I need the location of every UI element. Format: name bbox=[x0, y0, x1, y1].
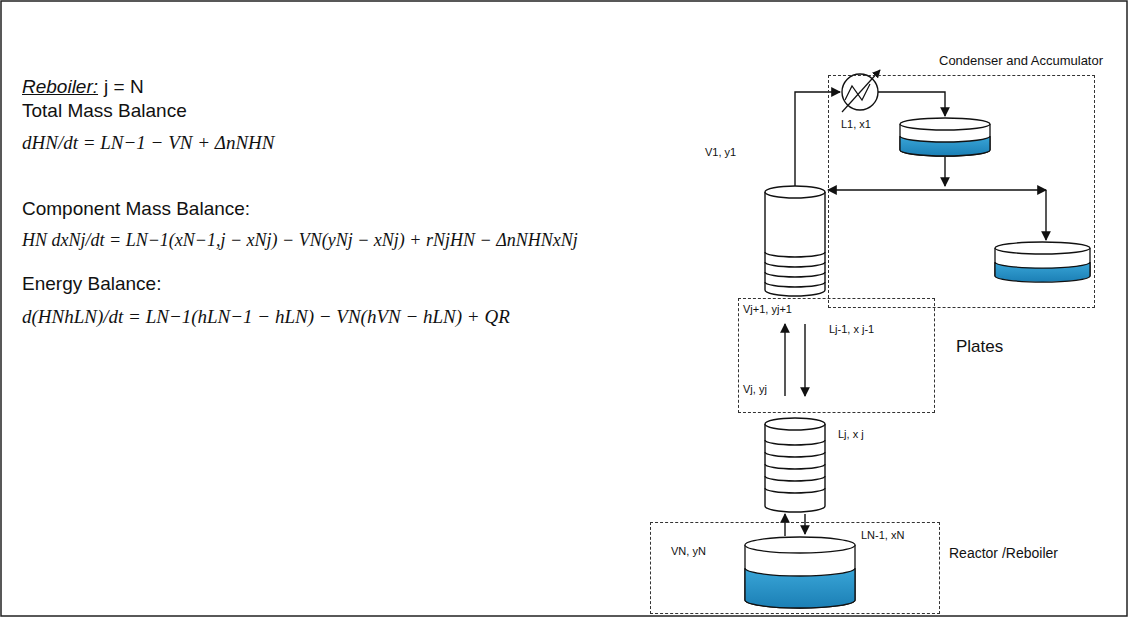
region-heading: Condenser and Accumulator bbox=[939, 54, 1103, 69]
stream-label: Lj, x j bbox=[838, 428, 864, 441]
plates-region: Vj+1, yj+1Lj-1, x j-1Vj, yjPlates bbox=[738, 298, 935, 413]
section-title: j = N bbox=[104, 76, 144, 98]
region-heading: Plates bbox=[956, 337, 1003, 357]
equation: d(HNhLN)/dt = LN−1(hLN−1 − hLN) − VN(hVN… bbox=[22, 306, 510, 328]
reboiler-region: VN, yNLN-1, xNReactor /Reboiler bbox=[650, 522, 940, 614]
condenser-region: Condenser and AccumulatorL1, x1 bbox=[828, 75, 1095, 308]
stream-label: Vj+1, yj+1 bbox=[743, 303, 792, 316]
stream-label: V1, y1 bbox=[705, 146, 736, 159]
equation-heading: Total Mass Balance bbox=[22, 100, 187, 122]
equation: dHN/dt = LN−1 − VN + ΔnNHN bbox=[22, 132, 274, 154]
stream-label: L1, x1 bbox=[841, 118, 871, 131]
equation-heading: Component Mass Balance: bbox=[22, 198, 250, 220]
stream-label: Vj, yj bbox=[743, 383, 767, 396]
section-title: Reboiler: bbox=[22, 76, 98, 98]
region-heading: Reactor /Reboiler bbox=[949, 545, 1058, 561]
equation: HN dxNj/dt = LN−1(xN−1,j − xNj) − VN(yNj… bbox=[22, 230, 578, 251]
stream-label: Lj-1, x j-1 bbox=[829, 323, 874, 336]
stream-label: VN, yN bbox=[671, 545, 706, 558]
equation-heading: Energy Balance: bbox=[22, 273, 161, 295]
stream-label: LN-1, xN bbox=[861, 529, 904, 542]
